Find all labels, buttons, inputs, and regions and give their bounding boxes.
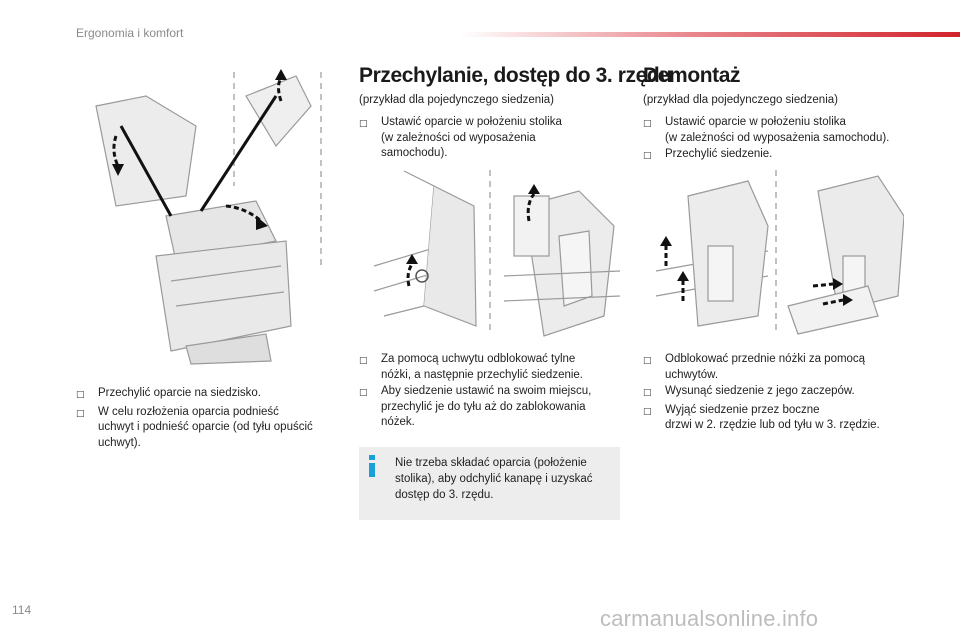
section-subtitle: (przykład dla pojedynczego siedzenia): [359, 94, 554, 106]
right-steps-bottom: □ Odblokować przednie nóżki za pomocą uc…: [643, 352, 943, 435]
bullet-icon: □: [643, 406, 652, 417]
seat-fold-drawing: [95, 69, 322, 365]
bullet-icon: □: [643, 356, 652, 366]
left-steps: □ Przechylić oparcie na siedzisko. □ W c…: [76, 386, 346, 452]
bullet-icon: □: [76, 390, 85, 400]
tilt-seat-illustration: [364, 166, 620, 338]
bullet-icon: □: [643, 119, 652, 129]
tilt-seat-drawing: [373, 170, 620, 337]
middle-steps-top: □ Ustawić oparcie w położeniu stolika (w…: [359, 115, 619, 163]
removal-illustration: [648, 166, 904, 338]
page-number: 114: [12, 603, 32, 617]
bullet-icon: □: [643, 151, 652, 161]
list-item: □ Wysunąć siedzenie z jego zaczepów.: [643, 384, 943, 402]
list-item: □ Przechylić siedzenie.: [643, 147, 943, 165]
bullet-icon: □: [359, 119, 368, 129]
right-steps-top: □ Ustawić oparcie w położeniu stolika (w…: [643, 115, 943, 166]
header-accent-bar: [460, 32, 960, 37]
bullet-icon: □: [359, 356, 368, 366]
section-header: Ergonomia i komfort: [76, 26, 184, 40]
list-item: □ Przechylić oparcie na siedzisko.: [76, 386, 346, 404]
bullet-icon: □: [643, 388, 652, 398]
list-item: □ Ustawić oparcie w położeniu stolika (w…: [643, 115, 943, 146]
seat-fold-illustration: [76, 66, 340, 366]
footer-watermark: carmanualsonline.info: [600, 606, 819, 631]
middle-steps-bottom: □ Za pomocą uchwytu odblokować tylne nóż…: [359, 352, 624, 432]
info-text: Nie trzeba składać oparcia (położenie st…: [395, 457, 593, 501]
section-title-removal: Demontaż: [643, 64, 741, 87]
list-item: □ Za pomocą uchwytu odblokować tylne nóż…: [359, 352, 624, 383]
list-item: □ Ustawić oparcie w położeniu stolika (w…: [359, 115, 619, 162]
info-box: Nie trzeba składać oparcia (położenie st…: [359, 447, 620, 520]
list-item: □ Odblokować przednie nóżki za pomocą uc…: [643, 352, 943, 383]
section-subtitle: (przykład dla pojedynczego siedzenia): [643, 94, 838, 106]
removal-drawing: [655, 170, 904, 335]
bullet-icon: □: [76, 408, 85, 419]
list-item: □ Aby siedzenie ustawić na swoim miejscu…: [359, 384, 624, 431]
section-title-tilt: Przechylanie, dostęp do 3. rzędu: [359, 64, 672, 87]
info-icon: [369, 455, 375, 477]
list-item: □ Wyjąć siedzenie przez boczne drzwi w 2…: [643, 403, 943, 434]
bullet-icon: □: [359, 388, 368, 398]
list-item: □ W celu rozłożenia oparcia podnieść uch…: [76, 405, 346, 452]
